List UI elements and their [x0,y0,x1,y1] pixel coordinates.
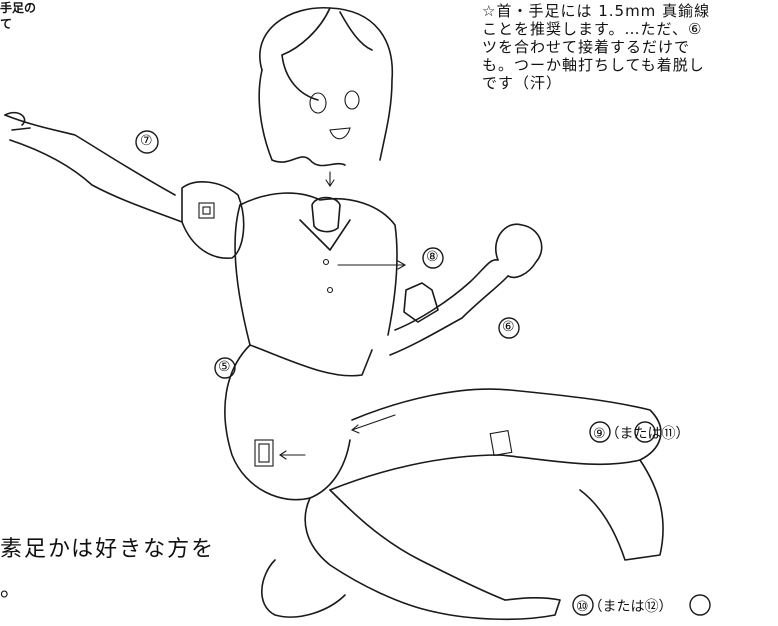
note-line-5: です（汗） [482,74,563,92]
assembly-note: ☆首・手足には 1.5mm 真鍮線 ことを推奨します。…ただ、⑥ ツを合わせて接… [482,2,778,92]
note-line-1: ☆首・手足には 1.5mm 真鍮線 [482,2,711,20]
forearm-joint [403,282,439,323]
bottom-line-2: 。 [0,577,25,602]
right-arm [394,258,499,331]
bottom-text: 素足かは好きな方を 。 [0,530,215,610]
hip-outline [224,344,311,501]
header-line-2: て [0,17,13,31]
raised-arm [4,114,176,196]
shirt-outline [239,192,398,336]
part-label-7: ⑦ [140,133,153,149]
shin-outline [329,489,506,601]
part-label-10: ⑩（または⑫） [576,599,673,615]
header-line-1: 手足の [0,1,37,15]
hair-outline [259,7,394,161]
note-line-3: ツを合わせて接着するだけで [482,38,691,56]
neck-joint [311,196,341,233]
note-line-4: も。つーか軸打ちしても着脱し [482,56,705,74]
thigh-outline [351,388,662,461]
part-label-8: ⑧ [426,249,439,265]
part-label-9: ⑨（または⑪） [593,426,690,442]
shoulder-joint [181,181,245,259]
note-line-2: ことを推奨します。…ただ、⑥ [482,20,703,38]
foot-left [261,559,346,618]
bottom-line-1: 素足かは好きな方を [0,537,216,562]
part-label-5: ⑤ [218,359,231,375]
part-label-6: ⑥ [502,319,515,335]
header-text: 手足の て [0,0,36,32]
